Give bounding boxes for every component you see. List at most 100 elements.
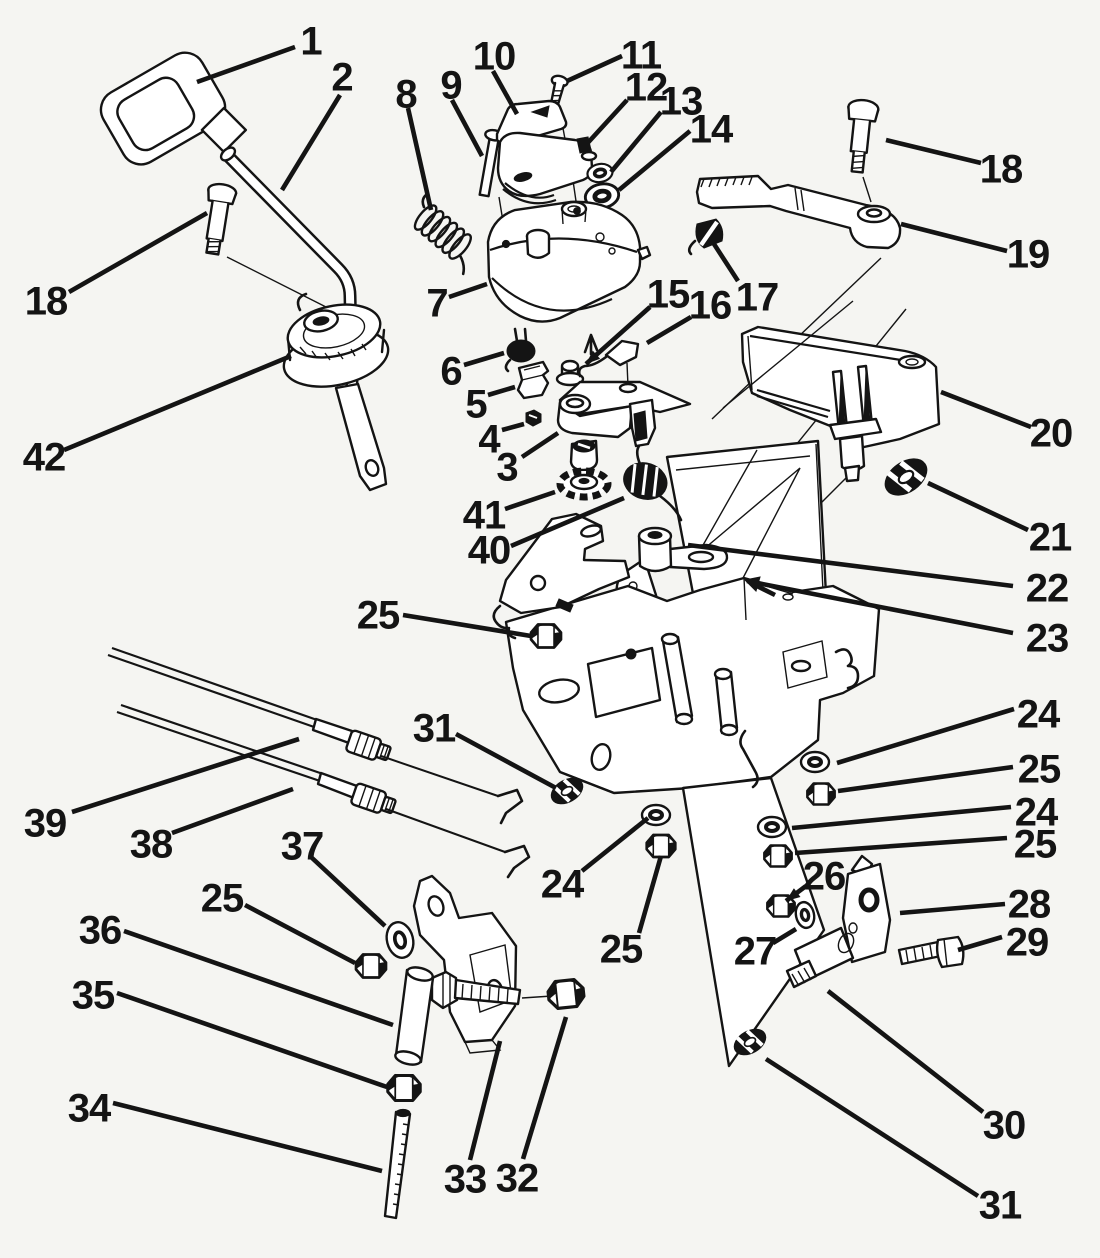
spacer-36-part	[394, 966, 435, 1066]
callout-leader-35	[116, 990, 388, 1090]
trunnion-28-part	[841, 854, 892, 964]
clip-5-part	[516, 360, 550, 400]
callout-leader-11	[566, 53, 623, 84]
callout-arrowhead-26	[786, 888, 801, 901]
callout-leader-38	[171, 786, 294, 836]
shift-lever-bar-part	[334, 382, 388, 492]
locknut-25-part	[529, 623, 563, 649]
callout-label-31: 31	[979, 1183, 1022, 1227]
callout-leader-32	[520, 1016, 569, 1160]
callout-leader-14	[617, 129, 692, 192]
callout-leader-7	[448, 281, 488, 300]
carriage-bolt-right-part	[847, 98, 880, 174]
cable-38-part	[116, 703, 531, 879]
friction-housing-part	[486, 200, 652, 323]
callout-leader-10	[490, 69, 520, 116]
callout-leader-5	[487, 384, 516, 398]
callout-label-2: 2	[331, 55, 352, 99]
rod-34-part	[383, 1108, 412, 1220]
callout-label-24: 24	[1015, 790, 1059, 834]
callout-label-33: 33	[444, 1157, 487, 1201]
callout-leader-40	[510, 495, 625, 549]
callout-label-3: 3	[496, 445, 517, 489]
callout-leader-30	[826, 989, 985, 1114]
callout-label-41: 41	[463, 493, 506, 537]
shift-arm-3-part	[556, 380, 692, 448]
support-bracket-part	[722, 300, 941, 483]
callout-leader-29	[957, 934, 1003, 953]
shift-lever-part	[219, 146, 359, 393]
callout-label-22: 22	[1026, 566, 1069, 610]
callout-leader-34	[112, 1100, 383, 1174]
callout-label-9: 9	[440, 63, 461, 107]
callout-leader-8	[405, 107, 434, 211]
frame-mount-plate-part	[498, 512, 631, 615]
callout-label-26: 26	[803, 854, 846, 898]
arrow-mark	[583, 333, 599, 356]
washer-24-right2-part	[756, 815, 788, 839]
callout-label-36: 36	[79, 908, 122, 952]
callout-label-32: 32	[496, 1156, 539, 1200]
callout-leader-2	[280, 93, 342, 192]
locknut-25-right2-part	[763, 844, 793, 868]
callout-leader-13	[609, 110, 663, 174]
swivel-30-part	[785, 926, 855, 989]
washer-27-part	[794, 900, 816, 930]
callout-leader-12	[582, 98, 629, 149]
callout-label-42: 42	[23, 435, 66, 479]
callout-label-25: 25	[201, 876, 244, 920]
locknut-25-center-part	[645, 833, 677, 859]
tension-spring-part	[413, 192, 472, 276]
callout-label-11: 11	[621, 33, 662, 77]
callout-label-5: 5	[465, 382, 487, 426]
callout-label-7: 7	[426, 281, 447, 325]
callout-label-35: 35	[72, 973, 115, 1017]
callout-leader-39	[71, 736, 300, 815]
callout-label-6: 6	[440, 349, 461, 393]
bolt-29-part	[897, 935, 965, 969]
callout-leader-25	[794, 835, 1008, 856]
callout-leader-4	[501, 421, 525, 433]
carriage-bolt-left-part	[205, 182, 238, 256]
nut-4-part	[525, 409, 542, 427]
callout-leader-18	[67, 211, 209, 294]
callout-label-24: 24	[541, 862, 585, 906]
callout-leader-25	[243, 902, 357, 966]
callout-leader-31	[764, 1057, 980, 1198]
callout-leader-27	[771, 927, 798, 945]
callout-label-24: 24	[1017, 692, 1061, 736]
callout-label-1: 1	[300, 19, 322, 63]
callout-label-17: 17	[736, 275, 779, 319]
callout-leader-16	[645, 315, 693, 345]
callout-label-19: 19	[1007, 232, 1050, 276]
callout-leader-9	[449, 98, 485, 158]
stud-15-part	[555, 359, 585, 387]
callout-leader-1	[196, 44, 296, 85]
callout-leader-41	[504, 489, 556, 512]
callout-label-28: 28	[1008, 882, 1051, 926]
callout-label-39: 39	[24, 801, 67, 845]
callout-leader-6	[463, 350, 505, 368]
callout-leader-25	[402, 612, 532, 639]
callout-leader-22	[687, 542, 1014, 589]
callout-leader-21	[927, 480, 1029, 533]
callout-leader-28	[899, 901, 1006, 916]
callout-leader-24	[836, 706, 1015, 766]
callout-label-23: 23	[1026, 616, 1069, 660]
callout-label-15: 15	[647, 272, 690, 316]
callout-leader-24	[791, 804, 1012, 831]
callout-leader-37	[309, 855, 387, 928]
callout-label-10: 10	[473, 34, 516, 78]
callout-label-14: 14	[690, 107, 734, 151]
lever-pivot-bracket-part	[282, 292, 390, 388]
callout-label-38: 38	[130, 822, 173, 866]
ferrule-16-part	[577, 339, 640, 378]
callout-leader-19	[900, 221, 1008, 254]
grommet-21-part	[879, 452, 934, 503]
callout-leader-36	[123, 928, 394, 1028]
callout-leader-33	[467, 1040, 503, 1161]
callout-label-8: 8	[395, 72, 417, 116]
